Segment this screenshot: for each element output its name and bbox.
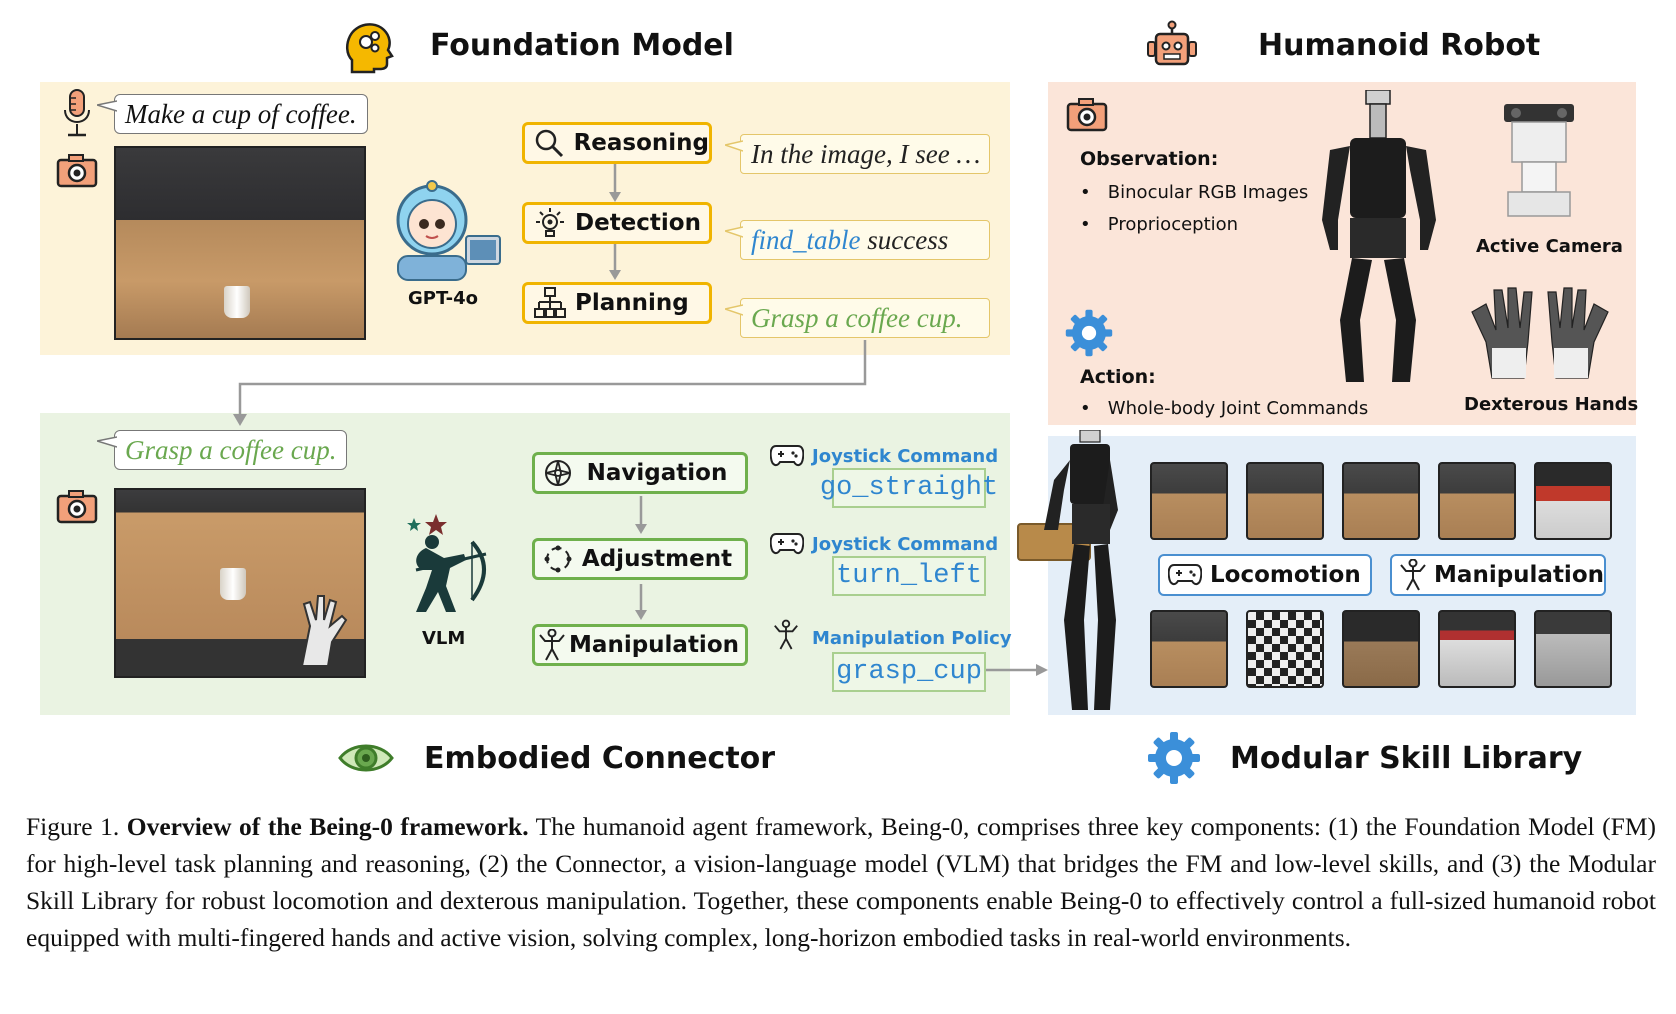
head-brain-icon [344, 20, 394, 76]
gamepad-icon [769, 532, 805, 556]
ec-to-skill-arrow [986, 664, 1048, 676]
nav-cmd-type: Joystick Command [812, 446, 999, 467]
manipulation-skill-label: Manipulation [1434, 562, 1604, 588]
gpt4o-mascot-icon [380, 180, 506, 284]
caption-bold: Overview of the Being-0 framework. [126, 812, 529, 841]
action-heading: Action: [1080, 366, 1156, 388]
manipulation-thumbnail [1534, 462, 1612, 540]
planning-output: Grasp a coffee cup. [725, 298, 990, 338]
locomotion-skill: Locomotion [1158, 554, 1372, 596]
action-text: Whole-body Joint Commands [1107, 398, 1369, 419]
active-camera-label: Active Camera [1476, 236, 1623, 257]
gpt4o-label: GPT-4o [408, 288, 478, 309]
manipulation-thumbnail [1342, 462, 1420, 540]
manipulation-box: Manipulation [532, 624, 748, 666]
manipulation-thumbnail [1438, 462, 1516, 540]
adj-cmd-type: Joystick Command [812, 534, 999, 555]
instruction-bubble: Make a cup of coffee. [97, 94, 368, 134]
manipulation-thumbnail [1342, 610, 1420, 688]
ec-instruction-text: Grasp a coffee cup. [125, 434, 337, 465]
manipulation-thumbnail [1246, 610, 1324, 688]
fm-flow-arrows [609, 164, 621, 280]
adj-cmd: turn_left [832, 556, 986, 596]
observation-text: Binocular RGB Images [1107, 182, 1309, 203]
robot-head-icon [1146, 20, 1198, 72]
manipulation-label: Manipulation [569, 632, 739, 658]
adjust-cycle-icon [535, 544, 581, 574]
observation-item: • Binocular RGB Images [1080, 182, 1309, 203]
manip-cmd-type: Manipulation Policy [812, 628, 1012, 649]
reasoning-output: In the image, I see … [725, 134, 990, 174]
gamepad-icon [769, 444, 805, 468]
adjustment-label: Adjustment [581, 546, 733, 572]
detection-output: find_table success [725, 220, 990, 260]
coffee-cup [224, 286, 250, 318]
planning-output-text: Grasp a coffee cup. [751, 302, 963, 333]
caption-body: The humanoid agent framework, Being-0, c… [26, 812, 1656, 952]
camera-icon [56, 488, 98, 524]
manipulation-thumbnail [1246, 462, 1324, 540]
robot-carrying-basket-image [1014, 429, 1134, 718]
caption-prefix: Figure 1. [26, 812, 127, 841]
manipulation-thumbnail [1150, 610, 1228, 688]
humanoid-figure-icon [535, 629, 569, 661]
humanoid-figure-icon [1392, 559, 1434, 591]
eye-icon [338, 738, 394, 778]
camera-icon [56, 152, 98, 188]
ec-camera-image [114, 488, 366, 678]
observation-heading: Observation: [1080, 148, 1219, 170]
compass-icon [535, 458, 581, 488]
magnifier-icon [525, 127, 574, 159]
target-bulb-icon [525, 207, 575, 239]
humanoid-figure-icon [772, 618, 800, 652]
embodied-connector-title: Embodied Connector [424, 741, 776, 776]
camera-icon [1066, 96, 1108, 132]
microphone-icon [60, 88, 94, 138]
instruction-text: Make a cup of coffee. [125, 98, 357, 129]
reasoning-output-text: In the image, I see … [751, 138, 981, 169]
planning-label: Planning [575, 290, 689, 316]
gear-icon [1064, 308, 1114, 358]
gamepad-icon [1160, 563, 1210, 587]
manip-cmd: grasp_cup [832, 652, 986, 692]
detection-box: Detection [522, 202, 712, 244]
manipulation-thumbnail [1438, 610, 1516, 688]
humanoid-robot-title: Humanoid Robot [1258, 28, 1541, 63]
reasoning-box: Reasoning [522, 122, 712, 164]
gear-icon [1146, 730, 1202, 786]
locomotion-thumbnail [1150, 462, 1228, 540]
modular-skill-library-title: Modular Skill Library [1230, 741, 1583, 776]
navigation-label: Navigation [586, 460, 728, 486]
robot-hand [300, 595, 348, 666]
dexterous-hands-image [1462, 282, 1618, 380]
fm-to-ec-arrow [233, 340, 867, 426]
figure-caption: Figure 1. Overview of the Being-0 framew… [26, 808, 1656, 956]
manipulation-thumbnail [1534, 610, 1612, 688]
detection-output-rest: success [860, 224, 949, 255]
ec-flow-arrows [635, 496, 647, 620]
action-item: • Whole-body Joint Commands [1080, 398, 1369, 419]
observation-item: • Proprioception [1080, 214, 1239, 235]
locomotion-label: Locomotion [1210, 562, 1361, 588]
manipulation-skill: Manipulation [1390, 554, 1606, 596]
nav-cmd: go_straight [820, 468, 998, 508]
ec-instruction-bubble: Grasp a coffee cup. [97, 430, 348, 470]
dexterous-hands-label: Dexterous Hands [1464, 394, 1639, 415]
coffee-cup [220, 568, 246, 600]
detection-output-func: find_table [751, 224, 861, 255]
navigation-box: Navigation [532, 452, 748, 494]
vlm-label: VLM [422, 628, 466, 649]
active-camera-image [1494, 100, 1584, 220]
archer-vlm-icon [386, 508, 498, 618]
observation-text: Proprioception [1107, 214, 1239, 235]
humanoid-robot-image [1310, 89, 1450, 390]
fm-camera-image [114, 146, 366, 340]
flowchart-icon [525, 287, 575, 319]
detection-label: Detection [575, 210, 701, 236]
adjustment-box: Adjustment [532, 538, 748, 580]
planning-box: Planning [522, 282, 712, 324]
reasoning-label: Reasoning [573, 130, 709, 156]
foundation-model-title: Foundation Model [430, 28, 734, 63]
